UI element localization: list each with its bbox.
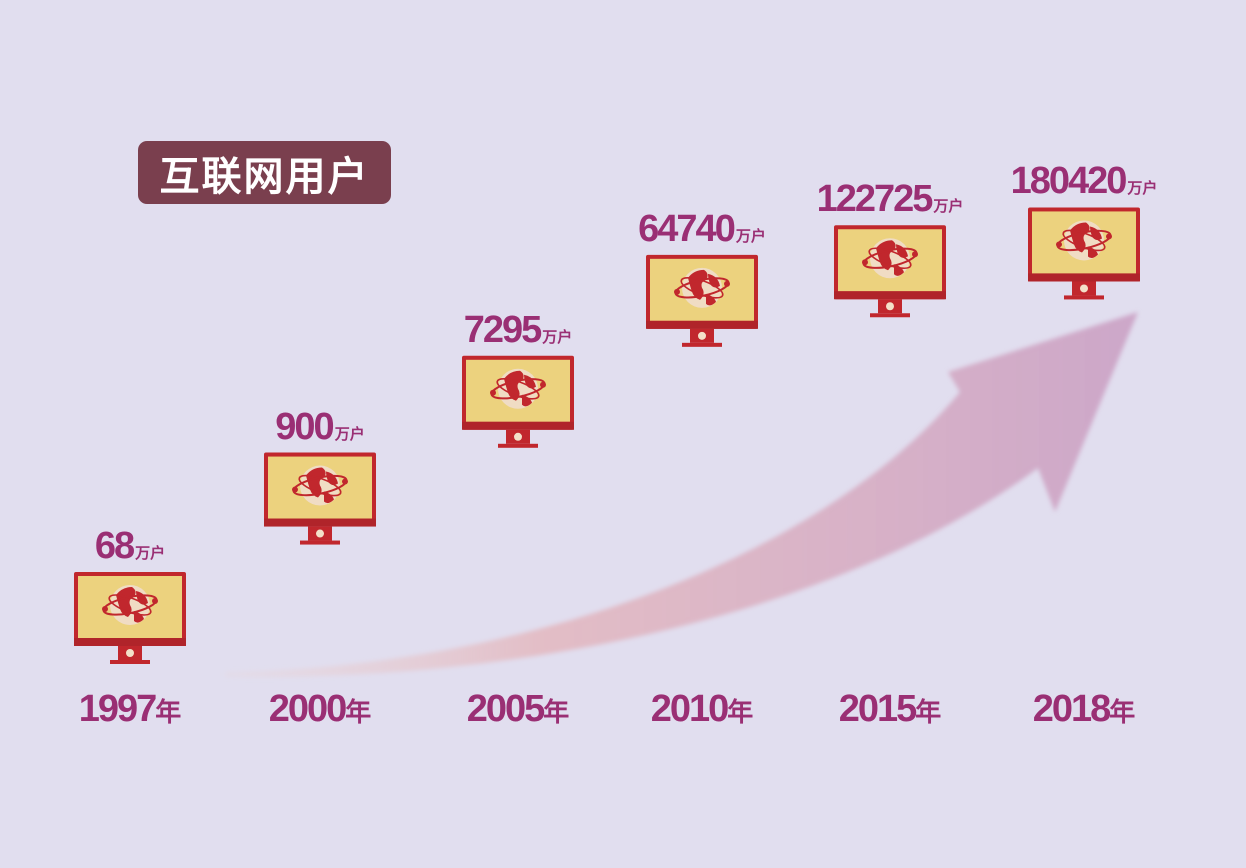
- year-number: 2018: [1032, 688, 1112, 730]
- year-tick-label: 2018年: [1033, 690, 1136, 728]
- data-value-number: 180420: [1010, 160, 1128, 203]
- year-tick-label: 2015年: [839, 690, 942, 728]
- monitor-globe-icon: [1028, 207, 1140, 300]
- data-value-unit: 万户: [933, 197, 964, 216]
- data-value-number: 122725: [816, 178, 934, 221]
- growth-arrow: [225, 312, 1138, 678]
- monitor-globe-icon: [834, 225, 946, 318]
- year-unit: 年: [345, 698, 372, 728]
- monitor-globe-icon: [74, 572, 186, 664]
- data-value-unit: 万户: [1127, 179, 1158, 198]
- year-number: 2015: [838, 688, 918, 730]
- data-value-unit: 万户: [334, 424, 365, 443]
- year-unit: 年: [915, 698, 942, 728]
- monitor-globe-icon: [462, 355, 574, 448]
- monitor-globe-icon: [264, 452, 376, 545]
- year-unit: 年: [543, 698, 570, 728]
- data-value-number: 64740: [638, 207, 736, 250]
- title-badge: 互联网用户: [138, 141, 391, 204]
- year-unit: 年: [155, 698, 182, 728]
- year-number: 2000: [268, 688, 348, 730]
- monitor-globe-icon: [646, 254, 758, 347]
- data-value-unit: 万户: [542, 327, 573, 346]
- year-tick-label: 1997年: [79, 690, 182, 728]
- data-value-unit: 万户: [735, 226, 766, 245]
- year-number: 1997: [78, 688, 158, 730]
- data-value-unit: 万户: [135, 544, 166, 562]
- data-value-number: 7295: [463, 308, 543, 351]
- year-number: 2010: [650, 688, 730, 730]
- year-number: 2005: [466, 688, 546, 730]
- year-unit: 年: [1109, 698, 1136, 728]
- data-value-number: 68: [94, 525, 135, 567]
- year-unit: 年: [727, 698, 754, 728]
- chart-title: 互联网用户: [159, 153, 370, 200]
- year-tick-label: 2000年: [269, 690, 372, 728]
- data-value-number: 900: [275, 405, 334, 448]
- year-tick-label: 2005年: [467, 690, 570, 728]
- year-tick-label: 2010年: [651, 690, 754, 728]
